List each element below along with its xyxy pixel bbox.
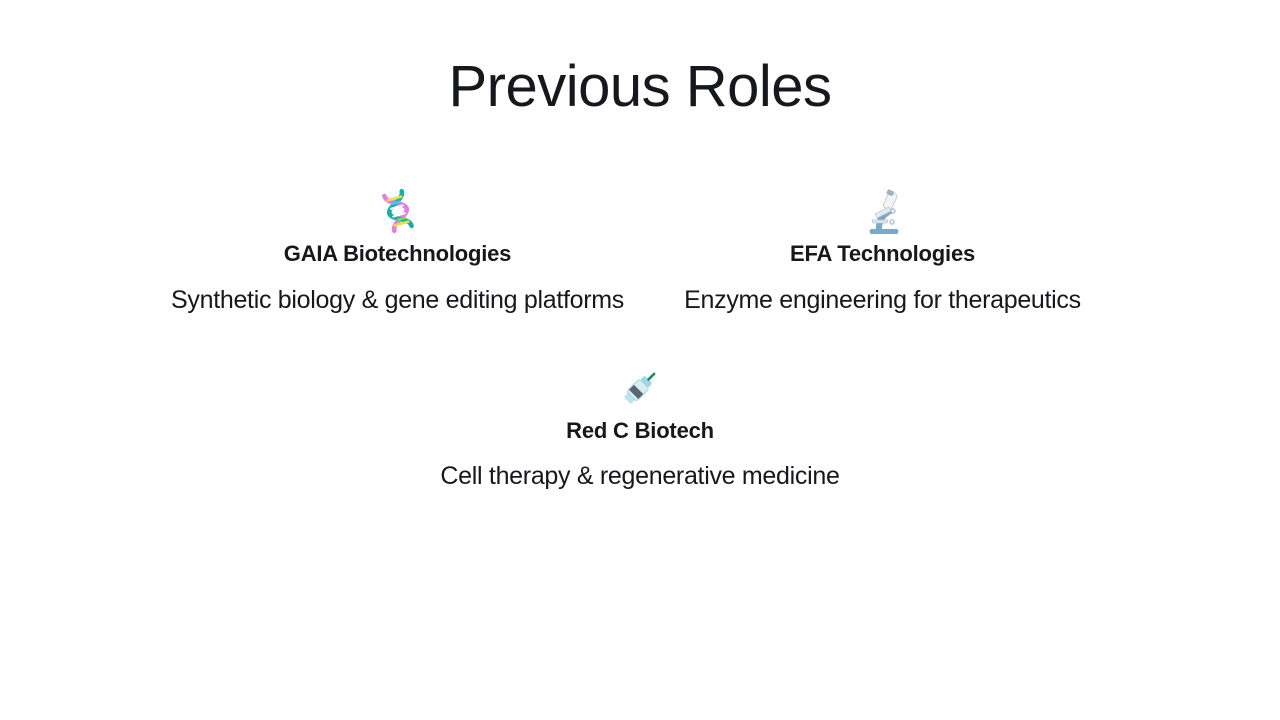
- role-description: Cell therapy & regenerative medicine: [440, 462, 840, 491]
- role-card-efa-technologies: EFA Technologies Enzyme engineering for …: [640, 188, 1125, 317]
- roles-grid: GAIA Biotechnologies Synthetic biology &…: [0, 188, 1280, 494]
- page-title: Previous Roles: [448, 54, 832, 119]
- role-name: GAIA Biotechnologies: [283, 241, 512, 266]
- microscope-icon: [862, 188, 904, 236]
- dna-icon: [376, 188, 420, 236]
- syringe-icon: [617, 365, 663, 413]
- role-description: Enzyme engineering for therapeutics: [684, 285, 1081, 314]
- role-name: EFA Technologies: [789, 241, 976, 266]
- role-card-gaia-biotechnologies: GAIA Biotechnologies Synthetic biology &…: [155, 188, 640, 317]
- role-name: Red C Biotech: [566, 417, 714, 443]
- role-card-red-c-biotech: Red C Biotech Cell therapy & regenerativ…: [398, 365, 883, 494]
- role-description: Synthetic biology & gene editing platfor…: [171, 285, 624, 314]
